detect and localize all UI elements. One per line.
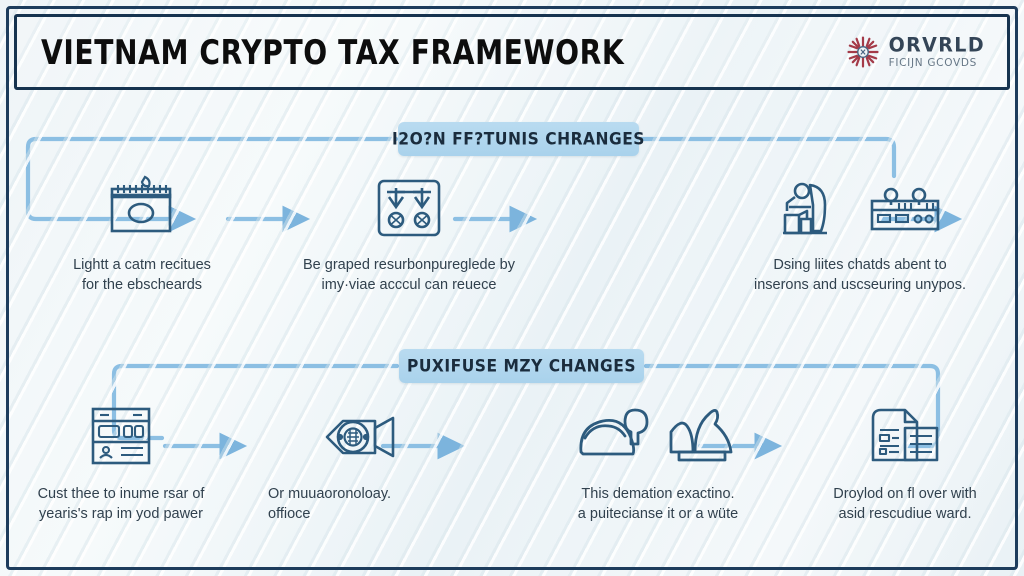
- step-2-4-caption: Droylod on fl over with asid rescudiue w…: [790, 484, 1020, 524]
- caption-line: Droylod on fl over with: [833, 486, 977, 502]
- section-banner-1-label: I2O?N FF?TUNIS CHRANGES: [392, 129, 645, 149]
- step-1-1: Lightt a catm recitues for the ebscheard…: [18, 175, 266, 295]
- step-1-2: Be graped resurbonpureglede by imy·viae …: [283, 175, 535, 295]
- person-at-desk-icon: [783, 182, 827, 235]
- caption-line: Dsing liites chatds abent to: [773, 257, 947, 273]
- step-2-1-caption: Cust thee to inume rsar of yearis's rap …: [6, 484, 236, 524]
- step-1-3: Dsing liites chatds abent to inserons an…: [700, 175, 1020, 295]
- control-panel-icon: [870, 187, 940, 231]
- caption-line: inserons and uscseuring unypos.: [754, 277, 966, 293]
- invoice-document-icon: [790, 404, 1020, 470]
- step-2-2-caption: Or muuaoronoloay. offioce: [268, 484, 456, 524]
- caption-line: Lightt a catm recitues: [73, 257, 211, 273]
- header-banner: VIETNAM CRYPTO TAX FRAMEWORK: [14, 14, 1010, 90]
- caption-line: offioce: [268, 506, 311, 522]
- tent-shape-icon: [669, 409, 733, 462]
- step-1-3-caption: Dsing liites chatds abent to inserons an…: [700, 255, 1020, 295]
- brand-subtitle: FICIJN GCOVDS: [888, 56, 978, 69]
- caption-line: for the ebscheards: [81, 277, 203, 293]
- section-banner-2: PUXIFUSE MZY CHANGES: [399, 349, 644, 383]
- caption-line: asid rescudiue ward.: [838, 506, 972, 522]
- caption-line: Cust thee to inume rsar of: [37, 486, 205, 502]
- caption-line: Or muuaoronoloay.: [268, 486, 392, 502]
- step-2-1: Cust thee to inume rsar of yearis's rap …: [6, 404, 236, 524]
- brand-logo: ORVRLD FICIJN GCOVDS: [846, 35, 985, 69]
- caption-line: a puitecianse it or a wüte: [577, 506, 739, 522]
- caption-line: yearis's rap im yod pawer: [39, 506, 203, 522]
- step-1-2-caption: Be graped resurbonpureglede by imy·viae …: [283, 255, 535, 295]
- step-1-1-caption: Lightt a catm recitues for the ebscheard…: [18, 255, 266, 295]
- caption-line: This demation exactino.: [581, 486, 735, 502]
- step-2-2: Or muuaoronoloay. offioce: [268, 404, 456, 524]
- calendar-document-icon: [18, 175, 266, 241]
- caption-line: imy·viae acccul can reuece: [321, 277, 497, 293]
- step-2-3: This demation exactino. a puitecianse it…: [520, 404, 796, 524]
- eye-camera-icon: [268, 404, 456, 470]
- balance-scales-icon: [283, 175, 535, 241]
- brand-name: ORVRLD: [888, 33, 985, 57]
- brand-text: ORVRLD FICIJN GCOVDS: [888, 33, 985, 69]
- section-banner-2-label: PUXIFUSE MZY CHANGES: [406, 356, 637, 376]
- step-2-4: Droylod on fl over with asid rescudiue w…: [790, 404, 1020, 524]
- step-2-3-icon-group: [520, 404, 796, 470]
- section-banner-1: I2O?N FF?TUNIS CHRANGES: [392, 122, 644, 156]
- page-title: VIETNAM CRYPTO TAX FRAMEWORK: [41, 31, 625, 73]
- caption-line: Be graped resurbonpureglede by: [302, 257, 515, 273]
- starburst-logo-icon: [847, 36, 879, 68]
- step-1-3-icon-group: [700, 175, 1020, 241]
- step-2-3-caption: This demation exactino. a puitecianse it…: [520, 484, 796, 524]
- dashboard-window-icon: [6, 404, 236, 470]
- blob-shape-icon: [579, 408, 649, 456]
